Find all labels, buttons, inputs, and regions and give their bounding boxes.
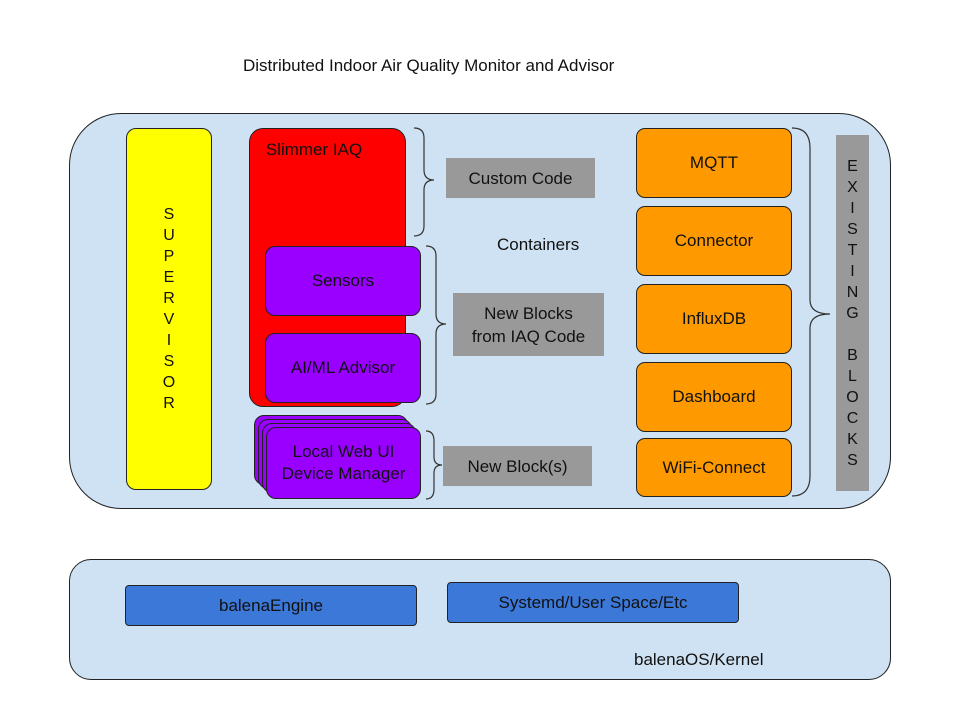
influxdb-block: InfluxDB <box>636 284 792 354</box>
supervisor-block: S U P E R V I S O R <box>126 128 212 490</box>
custom-code-brace <box>413 127 435 237</box>
new-block-s-note: New Block(s) <box>443 446 592 486</box>
dashboard-block: Dashboard <box>636 362 792 432</box>
existing-letter: B <box>847 346 858 364</box>
existing-letter: G <box>846 304 859 322</box>
existing-blocks-label: E X I S T I N G B L O C K S <box>836 135 869 491</box>
wifi-connect-block: WiFi-Connect <box>636 438 792 497</box>
custom-code-note: Custom Code <box>446 158 595 198</box>
balena-engine-block: balenaEngine <box>125 585 417 626</box>
ai-advisor-label: AI/ML Advisor <box>290 358 396 377</box>
supervisor-letter: I <box>166 332 172 349</box>
supervisor-letter: S <box>163 353 175 370</box>
existing-letter: E <box>847 157 858 175</box>
sensors-block: Sensors <box>265 246 421 316</box>
connector-block: Connector <box>636 206 792 276</box>
local-web-ui-line1: Local Web UI <box>292 442 395 461</box>
supervisor-letter: R <box>163 290 175 307</box>
existing-letter: N <box>846 283 859 301</box>
balena-engine-label: balenaEngine <box>219 595 323 615</box>
new-block-s-brace <box>425 430 443 500</box>
supervisor-letter: U <box>163 227 175 244</box>
supervisor-letter: S <box>163 206 175 223</box>
slimmer-iaq-label: Slimmer IAQ <box>265 140 363 159</box>
supervisor-letter: P <box>163 248 175 265</box>
diagram-title: Distributed Indoor Air Quality Monitor a… <box>243 56 615 75</box>
new-blocks-note: New Blocks from IAQ Code <box>453 293 604 356</box>
sensors-label: Sensors <box>311 271 375 290</box>
connector-label: Connector <box>674 231 754 250</box>
new-blocks-line2: from IAQ Code <box>471 326 586 346</box>
custom-code-label: Custom Code <box>468 168 573 188</box>
new-blocks-line1: New Blocks <box>484 303 573 323</box>
mqtt-block: MQTT <box>636 128 792 198</box>
supervisor-letter: R <box>163 395 175 412</box>
influxdb-label: InfluxDB <box>681 309 747 328</box>
supervisor-letter: E <box>163 269 175 286</box>
balena-os-kernel-label: balenaOS/Kernel <box>634 650 764 669</box>
mqtt-label: MQTT <box>689 153 739 172</box>
supervisor-letter: V <box>163 311 175 328</box>
existing-letter: S <box>847 220 858 238</box>
containers-label: Containers <box>497 235 580 254</box>
local-web-ui-block: Local Web UI Device Manager <box>266 427 421 499</box>
existing-letter: I <box>850 262 855 280</box>
systemd-label: Systemd/User Space/Etc <box>498 592 688 612</box>
existing-letter: I <box>850 199 855 217</box>
existing-letter: O <box>846 388 859 406</box>
local-web-ui-line2: Device Manager <box>281 464 406 483</box>
systemd-block: Systemd/User Space/Etc <box>447 582 739 623</box>
existing-blocks-brace <box>791 127 831 497</box>
dashboard-label: Dashboard <box>672 387 756 406</box>
existing-letter: X <box>847 178 858 196</box>
existing-letter: S <box>847 451 858 469</box>
ai-advisor-block: AI/ML Advisor <box>265 333 421 403</box>
existing-letter: L <box>848 367 857 385</box>
existing-letter: C <box>846 409 859 427</box>
supervisor-letter: O <box>162 374 176 391</box>
wifi-connect-label: WiFi-Connect <box>662 457 766 477</box>
new-blocks-brace <box>425 245 447 405</box>
existing-letter: T <box>847 241 858 259</box>
new-block-s-label: New Block(s) <box>467 456 568 476</box>
existing-letter: K <box>847 430 858 448</box>
